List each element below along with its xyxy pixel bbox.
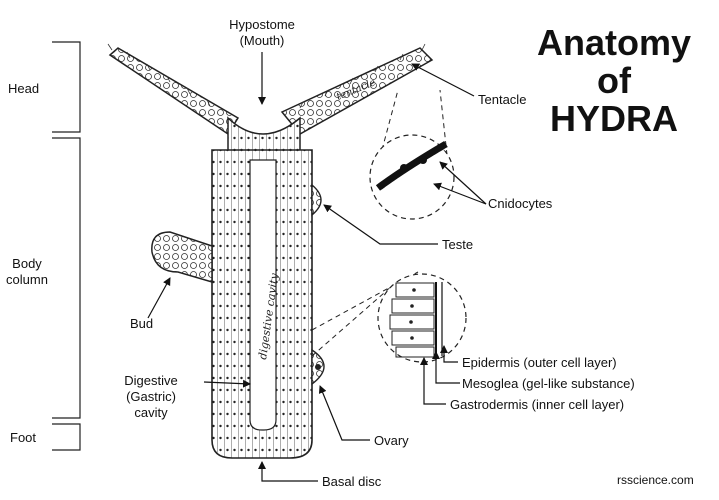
label-hypostome-line1: Hypostome xyxy=(229,17,295,32)
title-line-anatomy: Anatomy xyxy=(536,22,692,63)
bud-pointer xyxy=(147,277,171,319)
label-digestive-cavity: Digestive (Gastric) cavity xyxy=(108,373,194,421)
digestive-cavity xyxy=(249,159,277,431)
left-tentacle-cilia xyxy=(107,43,211,107)
tentacles xyxy=(107,43,434,136)
credit-text: rsscience.com xyxy=(617,473,694,487)
region-body-line2: column xyxy=(6,272,48,287)
tentacle-pointer xyxy=(411,63,475,97)
label-ovary: Ovary xyxy=(374,433,409,448)
region-brackets xyxy=(52,41,81,451)
label-digestive-line2: (Gastric) xyxy=(126,389,176,404)
teste xyxy=(311,183,322,217)
title-line-of: of xyxy=(597,60,631,101)
label-hypostome: Hypostome (Mouth) xyxy=(222,17,302,49)
ovary xyxy=(311,348,325,386)
label-teste: Teste xyxy=(442,237,474,252)
body-bracket xyxy=(52,137,81,419)
page-title: Anatomy of HYDRA xyxy=(514,24,714,138)
label-gastrodermis: Gastrodermis (inner cell layer) xyxy=(450,397,625,412)
label-digestive-line1: Digestive xyxy=(124,373,178,388)
epidermis-pointer xyxy=(440,345,458,363)
head-bracket xyxy=(52,41,81,133)
cnidocytes-pointer-a xyxy=(433,182,487,205)
region-head: Head xyxy=(8,81,40,96)
basal-disc-pointer xyxy=(258,461,318,482)
label-cnidocytes: Cnidocytes xyxy=(488,196,553,211)
ovary-pointer xyxy=(318,385,370,441)
body-column: digestive cavity xyxy=(211,149,313,459)
label-epidermis: Epidermis (outer cell layer) xyxy=(462,355,617,370)
teste-pointer xyxy=(323,204,438,245)
cnidocyte-inset xyxy=(369,89,455,220)
region-body-line1: Body xyxy=(12,256,42,271)
left-tentacle xyxy=(108,47,240,136)
right-tentacle-cilia xyxy=(299,43,426,109)
label-bud: Bud xyxy=(130,316,154,331)
label-tentacle: Tentacle xyxy=(478,92,527,107)
cnidocytes-pointer-b xyxy=(439,161,487,205)
bud xyxy=(151,231,213,284)
gastrodermis-pointer xyxy=(420,357,446,405)
region-body-column: Body column xyxy=(4,256,50,288)
pointers xyxy=(147,52,487,482)
label-hypostome-line2: (Mouth) xyxy=(239,33,285,48)
title-line-hydra: HYDRA xyxy=(549,98,678,139)
label-basal-disc: Basal disc xyxy=(322,474,382,489)
digestive-pointer xyxy=(203,379,251,388)
tissue-inset xyxy=(311,271,467,363)
foot-bracket xyxy=(52,423,81,451)
region-foot: Foot xyxy=(10,430,37,445)
label-mesoglea: Mesoglea (gel-like substance) xyxy=(462,376,635,391)
label-digestive-line3: cavity xyxy=(134,405,168,420)
mesoglea-pointer xyxy=(432,351,460,384)
